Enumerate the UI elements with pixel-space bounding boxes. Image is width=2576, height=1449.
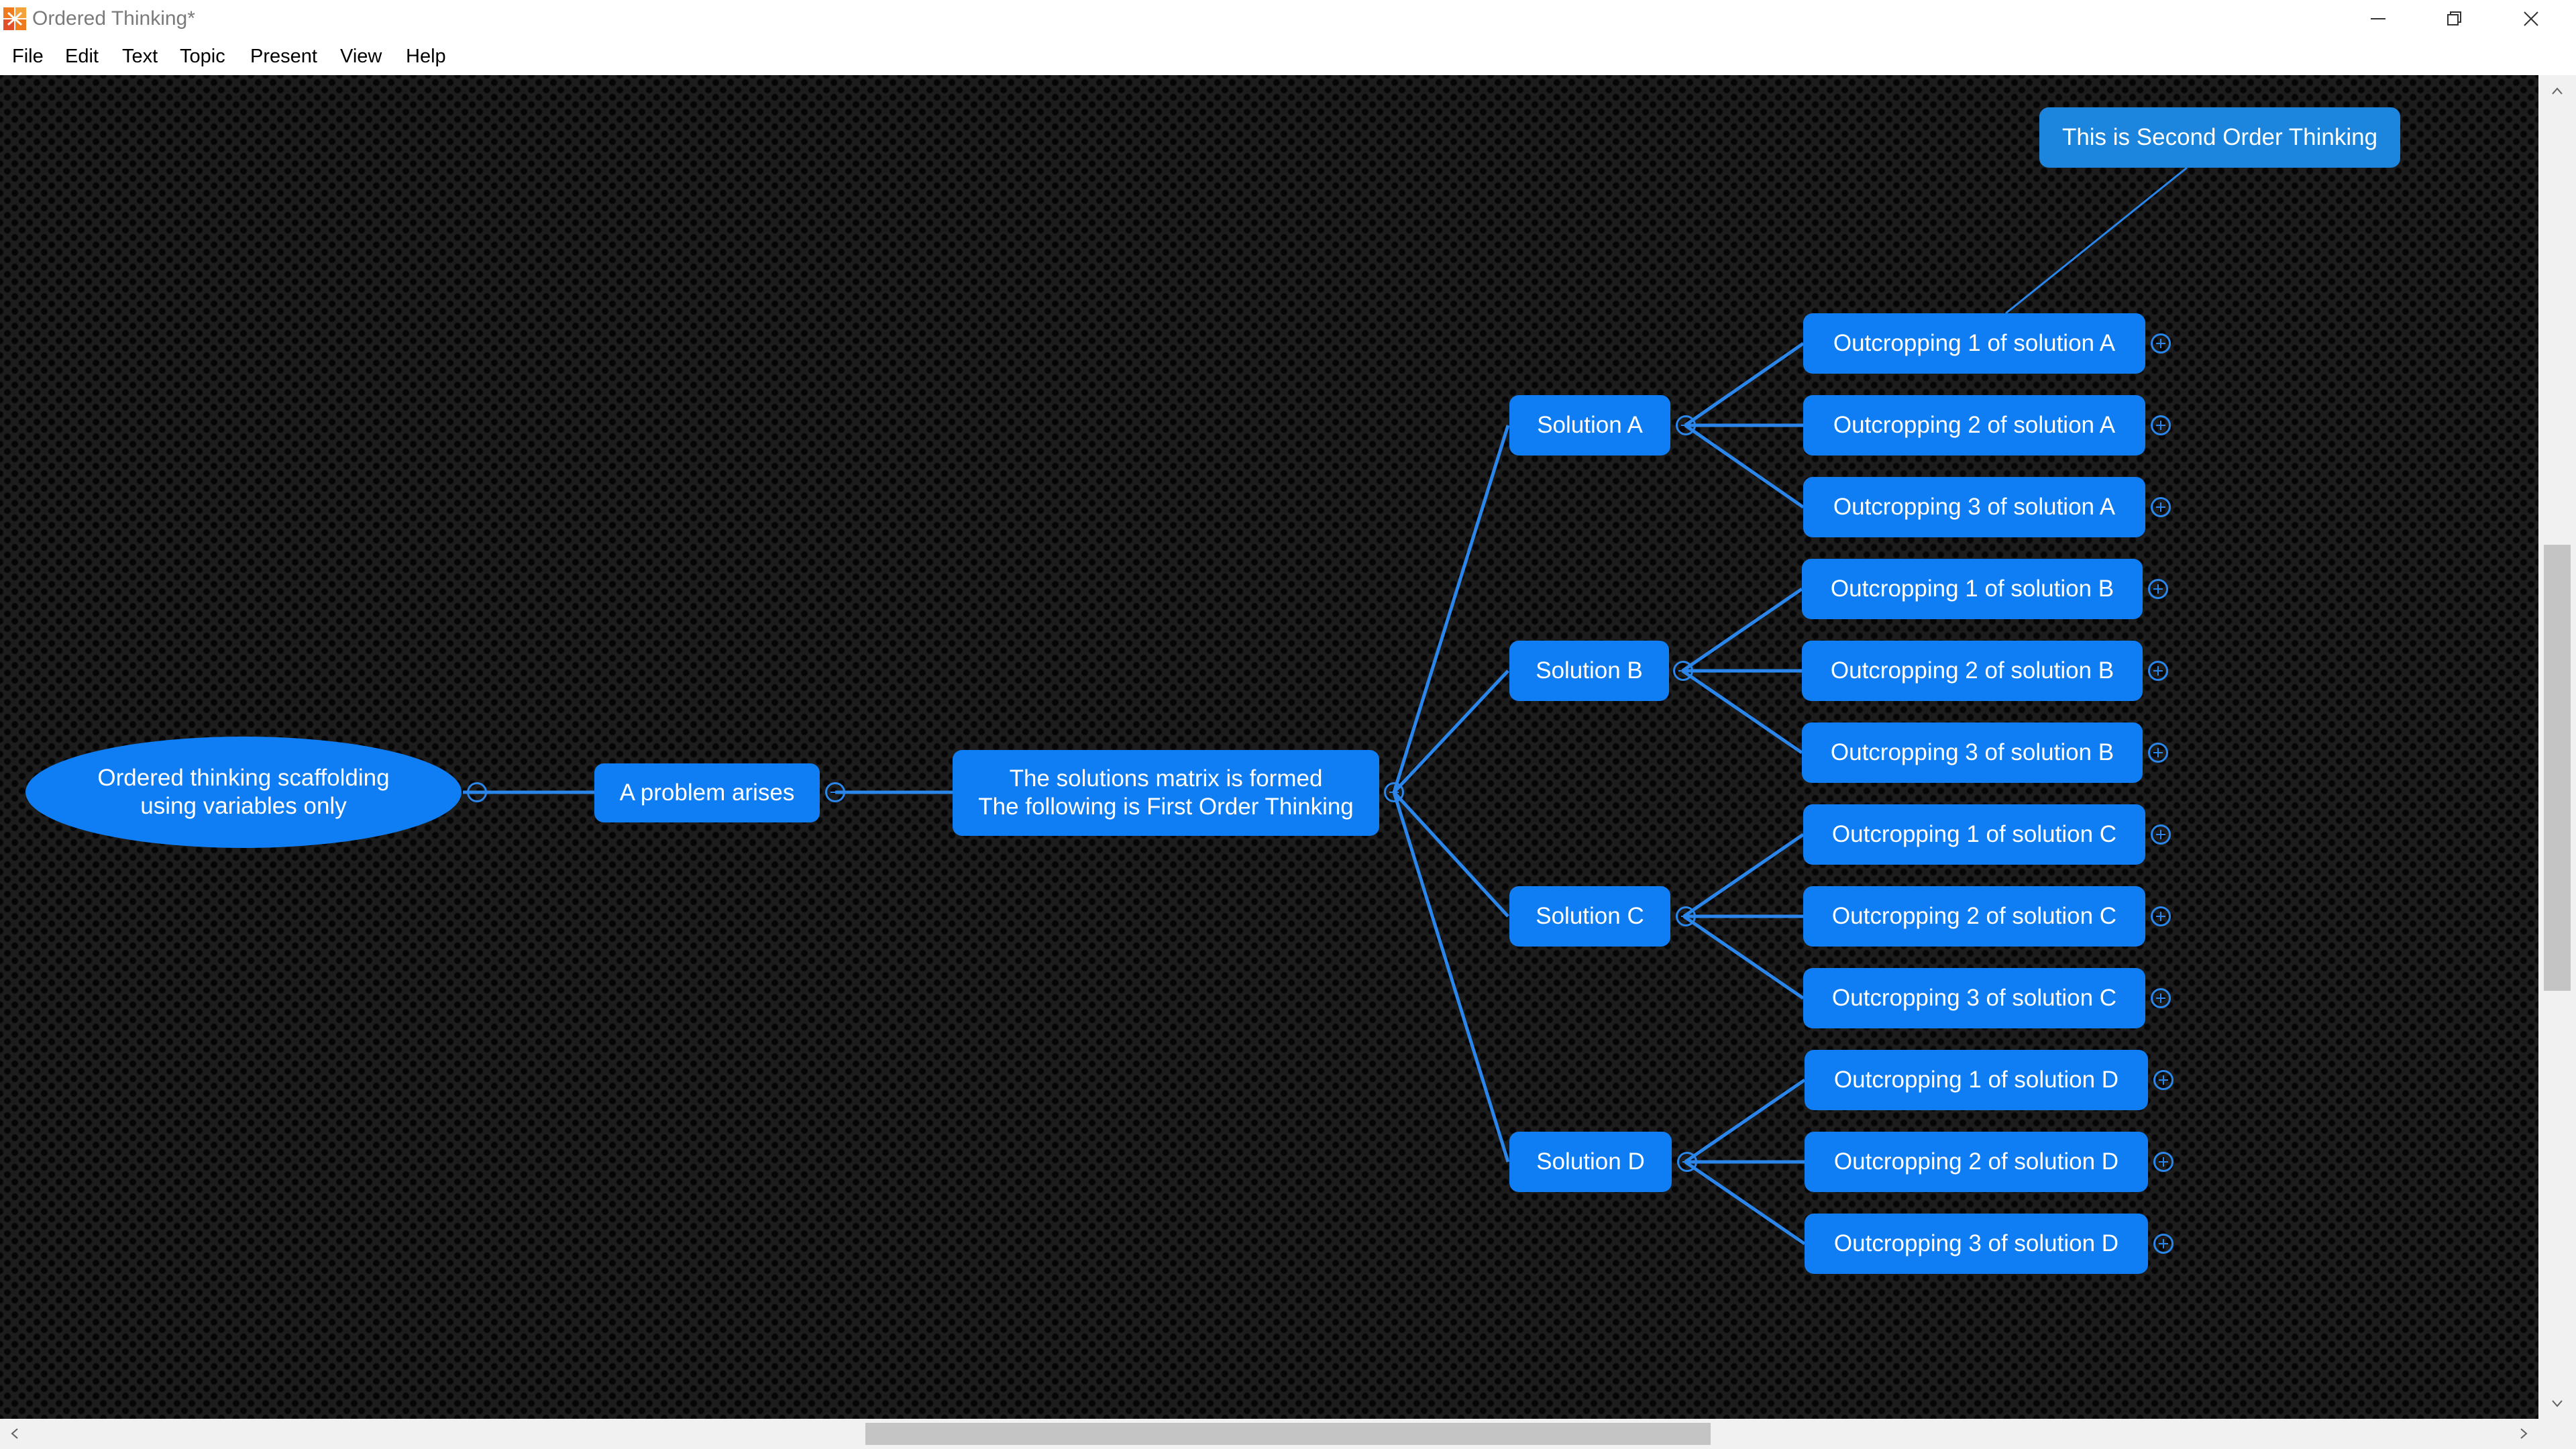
topic-outcropping-c2[interactable]: Outcropping 2 of solution C <box>1803 886 2145 947</box>
expand-outcropping-a1-icon[interactable] <box>2151 333 2171 354</box>
outcropping-a3-label: Outcropping 3 of solution A <box>1833 494 2116 520</box>
outcropping-b1-label: Outcropping 1 of solution B <box>1830 576 2114 602</box>
expand-outcropping-d3-icon[interactable] <box>2153 1234 2174 1254</box>
central-topic-line-2: using variables only <box>140 793 347 819</box>
connector-lines <box>463 166 2188 1246</box>
topic-problem[interactable]: A problem arises <box>594 763 820 822</box>
restore-icon <box>2447 11 2461 25</box>
expand-outcropping-c1-icon[interactable] <box>2151 824 2171 845</box>
collapse-solution-c-icon[interactable] <box>1676 906 1696 926</box>
outcropping-a2-label: Outcropping 2 of solution A <box>1833 412 2116 438</box>
expand-outcropping-b1-icon[interactable] <box>2148 579 2168 599</box>
outcropping-c3-label: Outcropping 3 of solution C <box>1831 985 2117 1011</box>
topic-outcropping-a2[interactable]: Outcropping 2 of solution A <box>1803 395 2145 455</box>
outcropping-d3-label: Outcropping 3 of solution D <box>1833 1230 2119 1256</box>
expand-outcropping-c3-icon[interactable] <box>2151 988 2171 1008</box>
title-bar: Ordered Thinking* <box>0 0 2576 38</box>
outcropping-d2-label: Outcropping 2 of solution D <box>1833 1148 2119 1175</box>
menu-text[interactable]: Text <box>122 46 158 67</box>
outcropping-d1-label: Outcropping 1 of solution D <box>1833 1067 2119 1093</box>
vertical-scroll-thumb[interactable] <box>2544 545 2571 991</box>
topic-second-order-label: This is Second Order Thinking <box>2061 124 2378 150</box>
topic-solution-d[interactable]: Solution D <box>1509 1132 1672 1192</box>
app-icon <box>3 7 26 30</box>
close-button[interactable] <box>2493 0 2569 38</box>
horizontal-scroll-thumb[interactable] <box>865 1423 1711 1445</box>
topic-outcropping-d3[interactable]: Outcropping 3 of solution D <box>1805 1214 2148 1274</box>
menu-edit[interactable]: Edit <box>65 46 99 67</box>
collapse-solution-a-icon[interactable] <box>1676 415 1696 435</box>
expand-outcropping-a2-icon[interactable] <box>2151 415 2171 435</box>
outcropping-c2-label: Outcropping 2 of solution C <box>1831 903 2117 929</box>
solution-c-label: Solution C <box>1536 903 1644 929</box>
collapse-problem-icon[interactable] <box>825 782 845 802</box>
topic-outcropping-c3[interactable]: Outcropping 3 of solution C <box>1803 968 2145 1028</box>
topic-matrix-line-2: The following is First Order Thinking <box>978 794 1354 820</box>
menu-view[interactable]: View <box>340 46 382 67</box>
close-icon <box>2524 11 2538 26</box>
topic-solution-a[interactable]: Solution A <box>1509 395 1670 455</box>
topic-solution-b[interactable]: Solution B <box>1509 641 1669 701</box>
topic-outcropping-b1[interactable]: Outcropping 1 of solution B <box>1802 559 2143 619</box>
scroll-left-arrow-icon[interactable] <box>8 1427 21 1440</box>
outcropping-c1-label: Outcropping 1 of solution C <box>1831 821 2117 847</box>
expand-outcropping-d1-icon[interactable] <box>2153 1070 2174 1090</box>
minimize-icon <box>2371 18 2385 19</box>
solution-b-label: Solution B <box>1536 657 1643 684</box>
scroll-down-arrow-icon[interactable] <box>2551 1397 2564 1410</box>
solution-d-label: Solution D <box>1536 1148 1645 1175</box>
menu-bar: File Edit Text Topic Present View Help <box>0 38 2576 75</box>
solution-a-label: Solution A <box>1537 412 1643 438</box>
menu-topic[interactable]: Topic <box>180 46 225 67</box>
mindmap-canvas[interactable]: Ordered thinking scaffolding using varia… <box>0 75 2538 1419</box>
central-topic[interactable]: Ordered thinking scaffolding using varia… <box>25 737 462 848</box>
expand-outcropping-b3-icon[interactable] <box>2148 743 2168 763</box>
minimize-button[interactable] <box>2340 0 2416 38</box>
topic-problem-label: A problem arises <box>619 780 795 806</box>
scroll-up-arrow-icon[interactable] <box>2551 85 2564 98</box>
topic-outcropping-b2[interactable]: Outcropping 2 of solution B <box>1802 641 2143 701</box>
topic-outcropping-c1[interactable]: Outcropping 1 of solution C <box>1803 804 2145 865</box>
scroll-right-arrow-icon[interactable] <box>2517 1427 2530 1440</box>
expand-outcropping-a3-icon[interactable] <box>2151 497 2171 517</box>
collapse-solution-d-icon[interactable] <box>1677 1152 1697 1172</box>
menu-help[interactable]: Help <box>406 46 446 67</box>
topic-second-order[interactable]: This is Second Order Thinking <box>2039 107 2400 168</box>
topic-solution-c[interactable]: Solution C <box>1509 886 1670 947</box>
topic-matrix-line-1: The solutions matrix is formed <box>1009 765 1323 792</box>
topic-outcropping-b3[interactable]: Outcropping 3 of solution B <box>1802 722 2143 783</box>
central-topic-line-1: Ordered thinking scaffolding <box>97 765 390 791</box>
outcropping-b3-label: Outcropping 3 of solution B <box>1830 739 2114 765</box>
topic-outcropping-d1[interactable]: Outcropping 1 of solution D <box>1805 1050 2148 1110</box>
vertical-scrollbar[interactable] <box>2538 75 2576 1419</box>
collapse-central-icon[interactable] <box>467 782 487 802</box>
expand-outcropping-d2-icon[interactable] <box>2153 1152 2174 1172</box>
collapse-solution-b-icon[interactable] <box>1673 661 1693 681</box>
collapse-matrix-icon[interactable] <box>1384 782 1404 802</box>
restore-button[interactable] <box>2416 0 2493 38</box>
menu-file[interactable]: File <box>12 46 44 67</box>
horizontal-scrollbar[interactable] <box>0 1419 2576 1449</box>
topic-solutions-matrix[interactable]: The solutions matrix is formed The follo… <box>953 750 1379 836</box>
topic-outcropping-d2[interactable]: Outcropping 2 of solution D <box>1805 1132 2148 1192</box>
menu-present[interactable]: Present <box>250 46 317 67</box>
topic-outcropping-a1[interactable]: Outcropping 1 of solution A <box>1803 313 2145 374</box>
outcropping-a1-label: Outcropping 1 of solution A <box>1833 330 2116 356</box>
topic-outcropping-a3[interactable]: Outcropping 3 of solution A <box>1803 477 2145 537</box>
expand-outcropping-c2-icon[interactable] <box>2151 906 2171 926</box>
expand-outcropping-b2-icon[interactable] <box>2148 661 2168 681</box>
window-title: Ordered Thinking* <box>32 7 195 30</box>
outcropping-b2-label: Outcropping 2 of solution B <box>1830 657 2114 684</box>
